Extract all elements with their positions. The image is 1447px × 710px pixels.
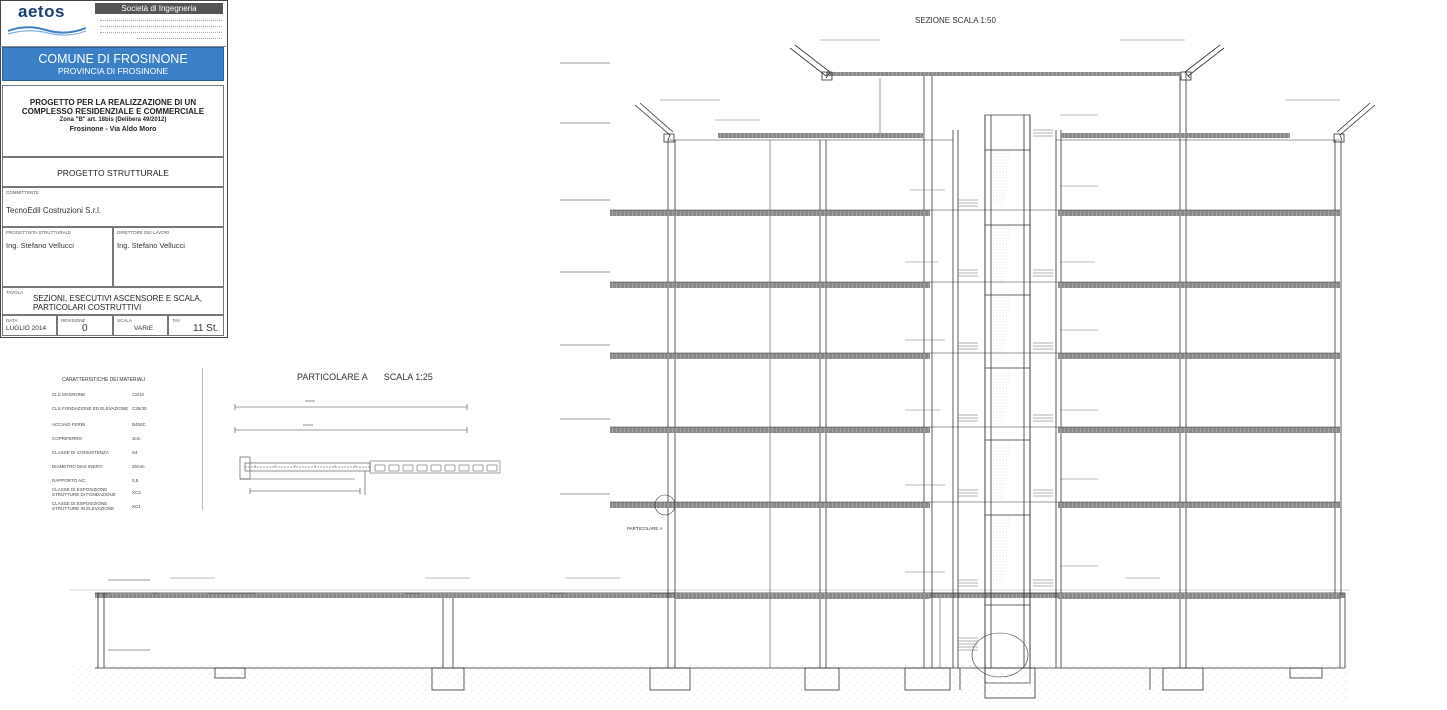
tavola-line-1: SEZIONI, ESECUTIVI ASCENSORE E SCALA, [33,294,202,303]
company-details [100,17,222,39]
logo-wave-icon [7,26,87,36]
data-label: DATA [6,318,18,323]
direttore-box: DIRETTORE DEI LAVORI Ing. Stefano Velluc… [113,227,224,287]
provincia-title: PROVINCIA DI FROSINONE [57,66,169,76]
stair-steps [958,129,1053,651]
project-line-4: Frosinone - Via Aldo Moro [69,126,157,133]
ground-soil [70,660,1350,705]
scala-value: VARIE [134,325,154,332]
comune-title: COMUNE DI FROSINONE [38,52,188,66]
direttore-value: Ing. Stefano Vellucci [117,241,185,250]
separator-line [202,368,203,510]
detail-title: PARTICOLARE A SCALA 1:25 [297,372,433,382]
material-value: XC1 [132,504,141,509]
project-box: PROGETTO PER LA REALIZZAZIONE DI UN COMP… [2,85,224,157]
material-key: RAPPORTO A/C [52,478,86,483]
material-value: B450C [132,422,146,427]
detail-marker-circle [654,494,676,516]
committente-value: TecnoEdil Costruzioni S.r.l. [6,206,102,215]
company-tag: Società di Ingegneria [95,3,223,14]
materials-title: CARATTERISTICHE DEI MATERIALI [62,377,146,383]
project-line-1: PROGETTO PER LA REALIZZAZIONE DI UN [29,98,197,107]
progettista-box: PROGETTISTA STRUTTURALE Ing. Stefano Vel… [2,227,113,287]
tav-box: TAV 11 St. [168,315,224,336]
material-value: C25/30 [132,406,147,411]
data-box: DATA LUGLIO 2014 [2,315,57,336]
tav-label: TAV [172,318,181,323]
committente-label: COMMITTENTE [6,190,39,195]
data-value: LUGLIO 2014 [6,325,47,332]
company-logo: aetos [18,2,65,21]
dimension-lines [769,78,941,668]
detail-drawing [234,400,501,495]
material-key: CLS FONDAZIONE ED ELEVAZIONE [52,406,129,411]
committente-box: COMMITTENTE TecnoEdil Costruzioni S.r.l. [2,187,224,227]
progetto-title: PROGETTO STRUTTURALE [57,168,169,178]
material-value: 0,5 [132,478,139,483]
material-key: CLS MAGRONE [52,392,86,397]
level-markers [108,62,610,651]
project-line-3: Zona "B" art. 18bis (Delibera 49/2012) [59,117,167,123]
material-value: 3cm [132,436,141,441]
material-key: DIAMETRO MAX INERTI [52,464,103,469]
section-title: SEZIONE SCALA 1:50 [915,16,996,25]
progetto-box: PROGETTO STRUTTURALE [2,157,224,187]
title-block: aetos Società di Ingegneria COMUNE DI FR… [0,0,228,338]
project-line-2: COMPLESSO RESIDENZIALE E COMMERCIALE [21,107,205,116]
basement-beams [110,593,650,598]
detail-marker-label: PARTICOLARE A [627,526,663,531]
tavola-box: TAVOLA SEZIONI, ESECUTIVI ASCENSORE E SC… [2,287,224,315]
basement-walls [95,593,1346,699]
logo-area: aetos Società di Ingegneria [0,0,226,47]
material-key: CLASSE DI ESPOSIZIONE STRUTTURE IN ELEVA… [52,501,115,511]
material-key: COPRIFERRO [52,436,83,441]
material-key: CLASSE DI ESPOSIZIONE STRUTTURE DI FONDA… [52,487,116,497]
detail-title-text: PARTICOLARE A [297,372,368,382]
rev-value: 0 [82,323,88,334]
material-value: XC2 [132,490,141,495]
rev-label: REVISIONE [61,318,86,323]
progettista-label: PROGETTISTA STRUTTURALE [6,230,72,235]
rev-box: REVISIONE 0 [57,315,113,336]
materials-table: CARATTERISTICHE DEI MATERIALI CLS MAGRON… [0,370,200,520]
detail-scale-text: SCALA 1:25 [383,372,433,382]
scala-label: SCALA [117,318,132,323]
progettista-value: Ing. Stefano Vellucci [6,241,74,250]
material-value: C8/10 [132,392,145,397]
roof-canopies [634,44,1376,143]
tav-value: 11 St. [193,323,219,334]
label-leaders [170,39,1340,579]
floor-slabs [610,72,1340,599]
material-key: ACCIAIO FERRI [52,422,86,427]
scala-box: SCALA VARIE [113,315,168,336]
stair-flights [992,150,1010,585]
tavola-line-2: PARTICOLARI COSTRUTTIVI [33,303,142,312]
material-value: S4 [132,450,138,455]
direttore-label: DIRETTORE DEI LAVORI [117,230,170,235]
material-key: CLASSE DI CONSISTENZA [52,450,109,455]
tavola-label: TAVOLA [6,290,24,295]
slab-outlines [610,139,1340,503]
comune-banner: COMUNE DI FROSINONE PROVINCIA DI FROSINO… [2,47,224,81]
material-value: 25mm [132,464,145,469]
